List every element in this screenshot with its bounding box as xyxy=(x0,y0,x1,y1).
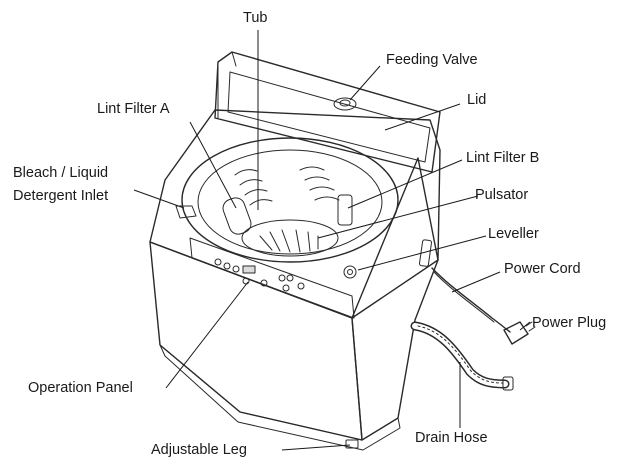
tub-drum-holes xyxy=(234,166,340,206)
adjustable-leg xyxy=(345,439,359,449)
tub-opening-inner xyxy=(197,149,383,255)
label-feeding-valve: Feeding Valve xyxy=(386,52,478,68)
label-adjustable-leg: Adjustable Leg xyxy=(151,442,247,458)
leader-lines xyxy=(133,30,531,451)
label-lint-filter-a: Lint Filter A xyxy=(97,101,170,117)
pulsator-fins xyxy=(259,229,319,253)
label-power-cord: Power Cord xyxy=(504,261,581,277)
pulsator-disc xyxy=(241,219,339,257)
lid-inner-frame xyxy=(227,71,431,163)
lid-panel xyxy=(214,51,441,173)
bleach-inlet xyxy=(175,205,197,219)
label-operation-panel: Operation Panel xyxy=(28,380,133,396)
label-tub: Tub xyxy=(243,10,268,26)
label-bleach-line2: Detergent Inlet xyxy=(13,188,109,204)
control-panel-band xyxy=(189,237,355,319)
cabinet-right-side xyxy=(351,157,439,441)
label-power-plug: Power Plug xyxy=(532,315,607,331)
label-bleach-line1: Bleach / Liquid xyxy=(13,165,109,181)
cabinet-top-deck xyxy=(149,109,441,319)
drain-hose-end xyxy=(502,376,514,391)
power-plug xyxy=(503,321,536,345)
tub-opening-outer xyxy=(181,137,399,263)
cabinet-front xyxy=(149,241,363,441)
label-pulsator: Pulsator xyxy=(475,187,529,203)
label-lint-filter-b: Lint Filter B xyxy=(466,150,540,166)
side-vent xyxy=(418,239,433,267)
feeding-valve-knob xyxy=(333,97,357,111)
label-lid: Lid xyxy=(467,92,487,108)
power-cord xyxy=(431,267,511,333)
label-leveller: Leveller xyxy=(488,226,539,242)
operation-panel-controls xyxy=(214,258,305,292)
lint-filter-a xyxy=(222,197,252,235)
lint-filter-b xyxy=(337,194,353,226)
leveller-bubble xyxy=(343,265,357,279)
label-drain-hose: Drain Hose xyxy=(415,430,488,446)
cabinet-base xyxy=(159,344,401,451)
